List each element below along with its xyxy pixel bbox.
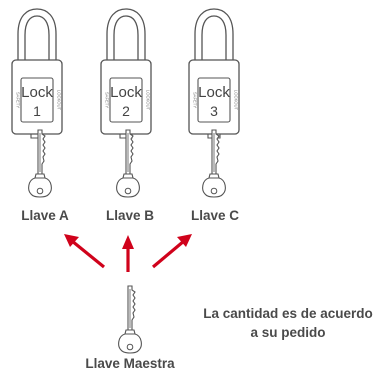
lock-2-title: Lock — [110, 84, 142, 101]
key-b-icon — [116, 129, 140, 198]
lock-2-number: 2 — [122, 103, 130, 119]
padlock-1: Lock 1 SAFETY LOCKOUT — [11, 8, 63, 139]
quantity-note-line-2: a su pedido — [250, 325, 326, 340]
lock-1-title: Lock — [21, 84, 53, 101]
master-key-icon — [118, 285, 142, 354]
key-a-label: Llave A — [21, 208, 69, 223]
key-b-label: Llave B — [105, 208, 155, 223]
arrow-to-key-c — [151, 234, 192, 269]
lock-3-title: Lock — [198, 84, 230, 101]
lock-1-safety-text: SAFETY — [16, 92, 21, 108]
lock-3-number: 3 — [210, 103, 218, 119]
key-c-icon — [202, 129, 226, 198]
lock-2-lockout-text: LOCKOUT — [146, 90, 151, 111]
lock-1-lockout-text: LOCKOUT — [57, 90, 62, 111]
key-a-icon — [28, 129, 52, 198]
lock-2-safety-text: SAFETY — [105, 92, 110, 108]
master-key-label: Llave Maestra — [85, 356, 175, 371]
lock-3-lockout-text: LOCKOUT — [234, 90, 239, 111]
padlock-3: Lock 3 SAFETY LOCKOUT — [188, 8, 240, 139]
arrow-to-key-b — [122, 235, 134, 272]
key-c-label: Llave C — [190, 208, 240, 223]
padlock-2: Lock 2 SAFETY LOCKOUT — [100, 8, 152, 139]
quantity-note-line-1: La cantidad es de acuerdo — [203, 306, 373, 321]
quantity-note: La cantidad es de acuerdo a su pedido — [203, 304, 373, 342]
lock-3-safety-text: SAFETY — [193, 92, 198, 108]
arrow-to-key-a — [64, 234, 106, 269]
lock-1-number: 1 — [33, 103, 41, 119]
